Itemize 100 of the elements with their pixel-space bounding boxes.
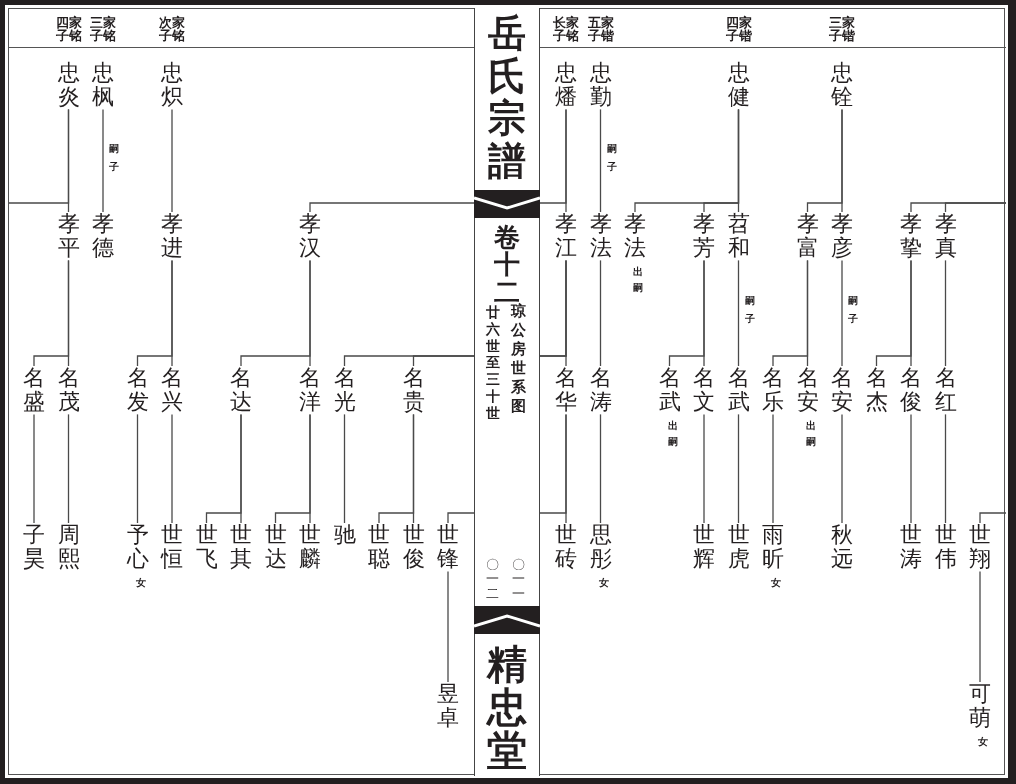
- lineage-line: [447, 570, 449, 683]
- lineage-line: [240, 413, 242, 524]
- person-name: 名达: [230, 366, 252, 415]
- person-name: 名文: [693, 366, 715, 415]
- lineage-line: [944, 202, 1007, 213]
- person-name: 世虎: [727, 523, 750, 572]
- lineage-note: 家锴三子: [829, 16, 855, 42]
- lineage-line: [67, 259, 70, 367]
- person-name: 世其: [230, 523, 252, 572]
- person-name: 忠枫: [92, 61, 114, 110]
- status-note: 女: [978, 735, 988, 749]
- spine-label: 精忠堂: [486, 642, 527, 772]
- person-name: 世锋: [437, 523, 459, 572]
- lineage-line: [806, 259, 809, 367]
- person-name: 世伟: [934, 523, 957, 572]
- person-name: 名盛: [23, 366, 45, 415]
- person-name: 孝法: [589, 212, 612, 261]
- spine-label: 〇一一: [512, 558, 525, 601]
- person-name: 子昊: [23, 523, 45, 572]
- lineage-note: 家锴五子: [587, 16, 614, 42]
- lineage-note: 家锴四子: [725, 16, 752, 42]
- lineage-line: [309, 413, 311, 524]
- person-name: 世聪: [368, 523, 390, 572]
- person-name: 孝真: [934, 212, 957, 261]
- person-name: 孝法: [624, 212, 646, 261]
- lineage-line: [841, 108, 843, 213]
- person-name: 忠燔: [555, 61, 577, 110]
- person-name: 思彤: [589, 523, 612, 572]
- person-name: 名武: [658, 366, 681, 415]
- person-name: 秋远: [831, 523, 853, 572]
- person-name: 名贵: [402, 366, 425, 415]
- person-name: 苕和: [727, 212, 750, 261]
- person-name: 名乐: [762, 366, 784, 415]
- lineage-line: [67, 413, 70, 524]
- person-name: 名俊: [900, 366, 922, 415]
- lineage-line: [599, 413, 602, 524]
- person-name: 孝芳: [693, 212, 715, 261]
- lineage-line: [171, 413, 173, 524]
- lineage-line: [910, 259, 912, 367]
- lineage-line: [737, 413, 740, 524]
- person-name: 名红: [934, 366, 957, 415]
- lineage-line: [703, 413, 705, 524]
- lineage-line: [599, 259, 602, 367]
- person-name: 忠健: [727, 61, 750, 110]
- lineage-line: [979, 512, 1007, 524]
- lineage-line: [33, 413, 35, 524]
- lineage-note: 家铭三子: [90, 16, 116, 42]
- lineage-line: [599, 108, 602, 213]
- spine-label: 〇一二: [486, 558, 499, 601]
- person-name: 忠铨: [831, 61, 853, 110]
- person-name: 名光: [333, 366, 356, 415]
- person-name: 孝江: [555, 212, 577, 261]
- lineage-line: [737, 259, 740, 367]
- person-name: 世砖: [555, 523, 577, 572]
- lineage-line: [772, 413, 774, 524]
- lineage-line: [910, 413, 912, 524]
- lineage-note: 家铭次子: [159, 16, 185, 42]
- status-note: 女: [135, 576, 146, 590]
- lineage-line: [171, 108, 173, 213]
- person-name: 世飞: [195, 523, 218, 572]
- lineage-line: [979, 570, 981, 683]
- person-name: 世俊: [402, 523, 425, 572]
- lineage-line: [8, 108, 70, 204]
- lineage-line: [309, 259, 311, 367]
- spine-label: 廿六世至三十世: [485, 304, 500, 422]
- person-name: 孝平: [57, 212, 80, 261]
- lineage-line: [343, 413, 346, 524]
- status-note: 出嗣: [633, 265, 643, 295]
- person-name: 名武: [727, 366, 750, 415]
- person-name: 名洋: [299, 366, 321, 415]
- person-name: 名安: [796, 366, 819, 415]
- lineage-line: [102, 108, 104, 213]
- lineage-line: [171, 259, 173, 367]
- person-name: 世恒: [161, 523, 183, 572]
- lineage-note: 家铭长子: [553, 16, 579, 42]
- person-name: 世达: [264, 523, 287, 572]
- person-name: 昱卓: [437, 682, 459, 731]
- person-name: 名发: [126, 366, 149, 415]
- person-name: 孝富: [796, 212, 819, 261]
- person-name: 名兴: [161, 366, 183, 415]
- person-name: 予心: [126, 523, 149, 572]
- status-note: 女: [598, 576, 609, 590]
- lineage-line: [944, 259, 947, 367]
- lineage-line: [737, 108, 740, 213]
- book-title: 岳氏宗譜: [487, 12, 526, 183]
- status-note: 女: [771, 576, 781, 590]
- person-name: 忠炎: [57, 61, 80, 110]
- person-name: 名杰: [865, 366, 888, 415]
- person-name: 世涛: [900, 523, 922, 572]
- person-name: 可萌: [969, 682, 991, 731]
- person-name: 孝德: [92, 212, 114, 261]
- lineage-line: [944, 413, 947, 524]
- lineage-line: [841, 259, 843, 367]
- person-name: 驰: [333, 523, 356, 548]
- person-name: 世麟: [299, 523, 321, 572]
- person-name: 世辉: [693, 523, 715, 572]
- lineage-line: [841, 413, 843, 524]
- status-note: 出嗣: [667, 419, 678, 449]
- status-note: 出嗣: [805, 419, 816, 449]
- person-name: 忠炽: [161, 61, 183, 110]
